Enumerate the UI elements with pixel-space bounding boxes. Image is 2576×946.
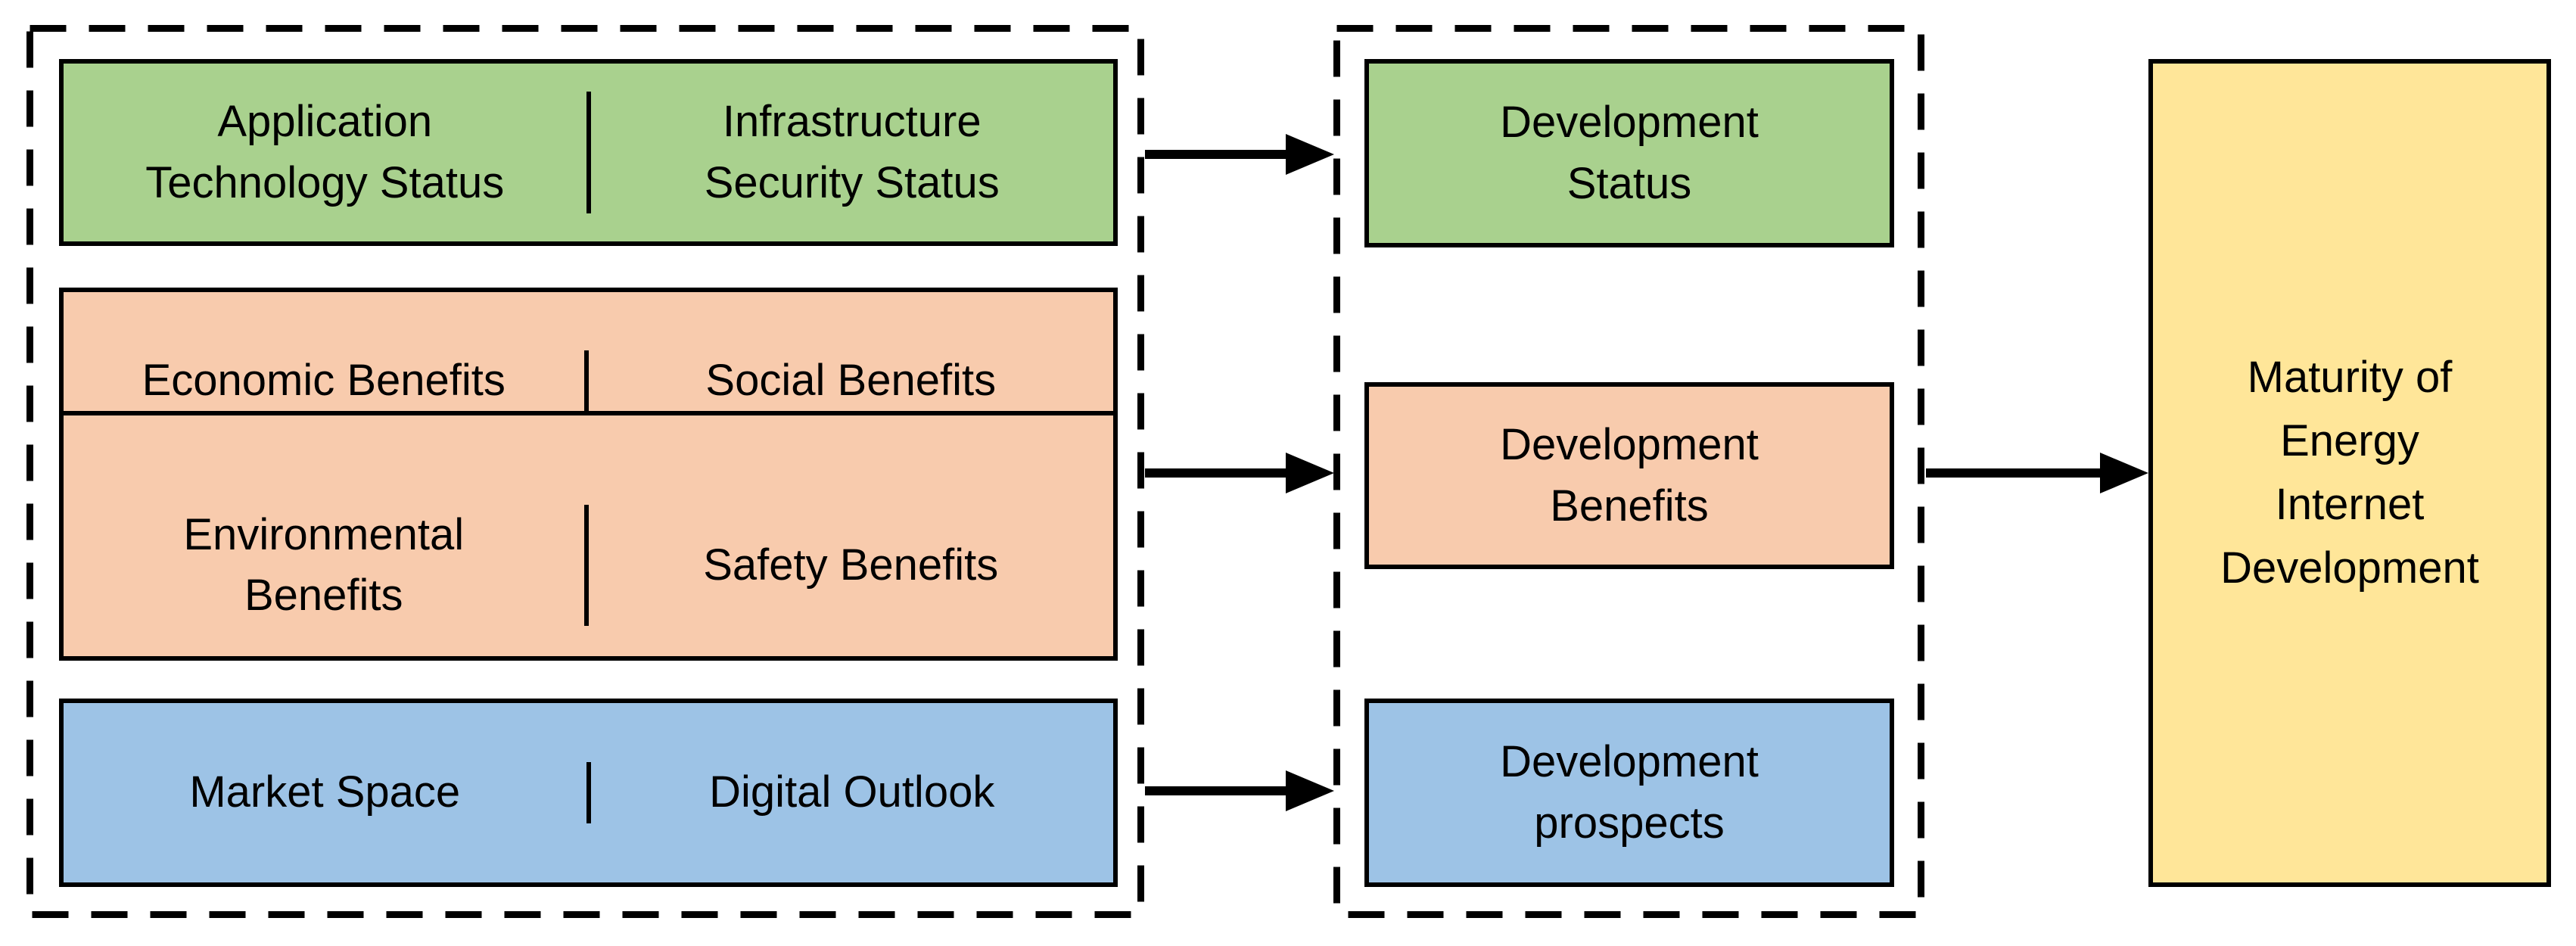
arrow-shaft (1145, 468, 1293, 478)
arrow-shaft (1145, 786, 1293, 795)
cell-application-technology-status: Application Technology Status (145, 97, 505, 207)
arrow-head-icon (1286, 770, 1334, 811)
left-indicator-group-border (26, 25, 1144, 918)
cell-safety-benefits: Safety Benefits (703, 540, 999, 590)
cell-infrastructure-security-status: Infrastructure Security Status (586, 92, 1114, 213)
box-development-prospects: Development prospects (1364, 699, 1894, 887)
status-indicators-row: Application Technology Status Infrastruc… (59, 59, 1118, 246)
arrow-head-icon (2100, 453, 2148, 493)
arrow-shaft (1926, 468, 2108, 478)
benefit-indicators-grid: Economic Benefits Social Benefits Enviro… (59, 288, 1118, 661)
box-development-benefits: Development Benefits (1364, 382, 1894, 569)
cell-social-benefits: Social Benefits (588, 350, 1113, 416)
cell-digital-outlook: Digital Outlook (586, 762, 1114, 823)
arrow-head-icon (1286, 453, 1334, 493)
arrow-shaft (1145, 150, 1293, 159)
prospect-indicators-row: Market Space Digital Outlook (59, 699, 1118, 887)
cell-environmental-benefits: Environmental Benefits (64, 504, 589, 626)
box-maturity-result: Maturity of Energy Internet Development (2148, 59, 2551, 887)
middle-dimension-group-border (1333, 25, 1924, 918)
cell-economic-benefits: Economic Benefits (64, 350, 589, 416)
cell-market-space: Market Space (189, 767, 461, 817)
arrow-head-icon (1286, 134, 1334, 175)
box-development-status: Development Status (1364, 59, 1894, 247)
